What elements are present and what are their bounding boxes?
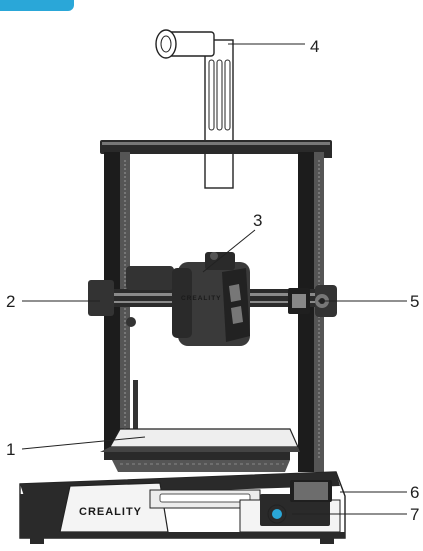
callout-7: 7 xyxy=(410,505,419,524)
callout-numbers: 1 2 3 4 5 6 7 xyxy=(6,37,419,524)
printer-base: CREALITY xyxy=(19,471,346,544)
print-head-logo: CREALITY xyxy=(181,295,222,302)
print-head: CREALITY xyxy=(172,252,250,346)
base-logo: CREALITY xyxy=(79,506,142,518)
callout-5: 5 xyxy=(410,292,419,311)
callout-6: 6 xyxy=(410,483,419,502)
leader-lines xyxy=(21,43,407,515)
callout-3: 3 xyxy=(253,211,262,230)
spool-holder xyxy=(155,29,234,189)
callout-1: 1 xyxy=(6,440,15,459)
top-frame xyxy=(100,140,332,158)
callout-2: 2 xyxy=(6,292,15,311)
header-tab xyxy=(0,0,74,11)
heated-bed xyxy=(100,428,300,472)
callout-4: 4 xyxy=(310,37,319,56)
